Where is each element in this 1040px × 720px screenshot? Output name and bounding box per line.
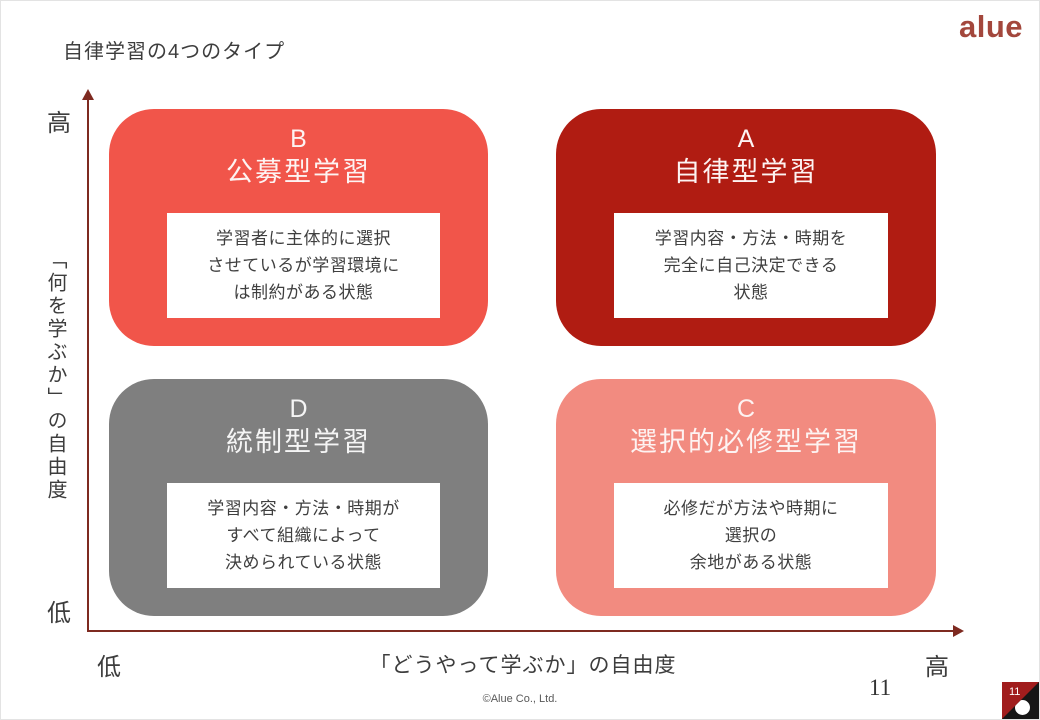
quadrant-b-description-line: は制約がある状態	[233, 283, 374, 303]
quadrant-d-description-box: 学習内容・方法・時期が すべて組織によって 決められている状態	[167, 483, 440, 588]
badge-page-number: 11	[1009, 686, 1021, 698]
quadrant-b-description-line: させているが学習環境に	[207, 255, 400, 275]
corner-logo-badge: 11	[1002, 682, 1039, 719]
quadrant-d-description-line: 学習内容・方法・時期が	[207, 498, 400, 518]
page-number: 11	[869, 675, 892, 700]
x-axis-line	[87, 630, 957, 632]
y-axis-high-label: 高	[47, 110, 71, 137]
copyright-text: ©Alue Co., Ltd.	[482, 693, 558, 705]
x-axis-high-label: 高	[925, 654, 949, 681]
quadrant-b-description-box: 学習者に主体的に選択 させているが学習環境に は制約がある状態	[167, 213, 440, 318]
y-axis-low-label: 低	[47, 600, 71, 627]
quadrant-d-letter: D	[289, 395, 308, 423]
quadrant-d-description-line: 決められている状態	[225, 553, 382, 573]
quadrant-b-description-line: 学習者に主体的に選択	[216, 228, 391, 248]
y-axis-title: 「何を学ぶか」の自由度	[44, 249, 66, 502]
badge-moon-icon	[1015, 700, 1030, 715]
quadrant-c-description-box: 必修だが方法や時期に 選択の 余地がある状態	[614, 483, 888, 588]
quadrant-d: D 統制型学習 学習内容・方法・時期が すべて組織によって 決められている状態	[109, 379, 488, 616]
x-axis-title: 「どうやって学ぶか」の自由度	[369, 654, 677, 677]
quadrant-a: A 自律型学習 学習内容・方法・時期を 完全に自己決定できる 状態	[556, 109, 936, 346]
quadrant-c-description-line: 選択の	[724, 525, 778, 545]
quadrant-c-name: 選択的必修型学習	[630, 427, 862, 458]
quadrant-c-letter: C	[736, 395, 756, 423]
quadrant-c-description-line: 余地がある状態	[689, 553, 813, 573]
quadrant-b-name: 公募型学習	[226, 157, 371, 188]
alue-logo: alue	[958, 9, 1023, 44]
quadrant-a-description-box: 学習内容・方法・時期を 完全に自己決定できる 状態	[614, 213, 888, 318]
quadrant-a-name: 自律型学習	[673, 157, 819, 188]
quadrant-c: C 選択的必修型学習 必修だが方法や時期に 選択の 余地がある状態	[556, 379, 936, 616]
quadrant-a-description-line: 学習内容・方法・時期を	[654, 228, 848, 248]
quadrant-a-description-line: 完全に自己決定できる	[663, 255, 839, 275]
x-axis-low-label: 低	[97, 654, 121, 681]
quadrant-b: B 公募型学習 学習者に主体的に選択 させているが学習環境に は制約がある状態	[109, 109, 488, 346]
quadrant-d-description-line: すべて組織によって	[226, 525, 381, 545]
quadrant-b-letter: B	[290, 125, 307, 153]
quadrant-a-letter: A	[737, 125, 755, 153]
quadrant-a-description-line: 状態	[733, 283, 769, 303]
page-title: 自律学習の4つのタイプ	[63, 41, 286, 63]
y-axis-arrow-icon	[82, 89, 94, 100]
x-axis-arrow-icon	[953, 625, 964, 637]
quadrant-d-name: 統制型学習	[226, 427, 371, 458]
quadrant-c-description-line: 必修だが方法や時期に	[663, 498, 839, 518]
badge-triangle-shape	[1002, 682, 1039, 719]
y-axis-line	[87, 99, 89, 631]
